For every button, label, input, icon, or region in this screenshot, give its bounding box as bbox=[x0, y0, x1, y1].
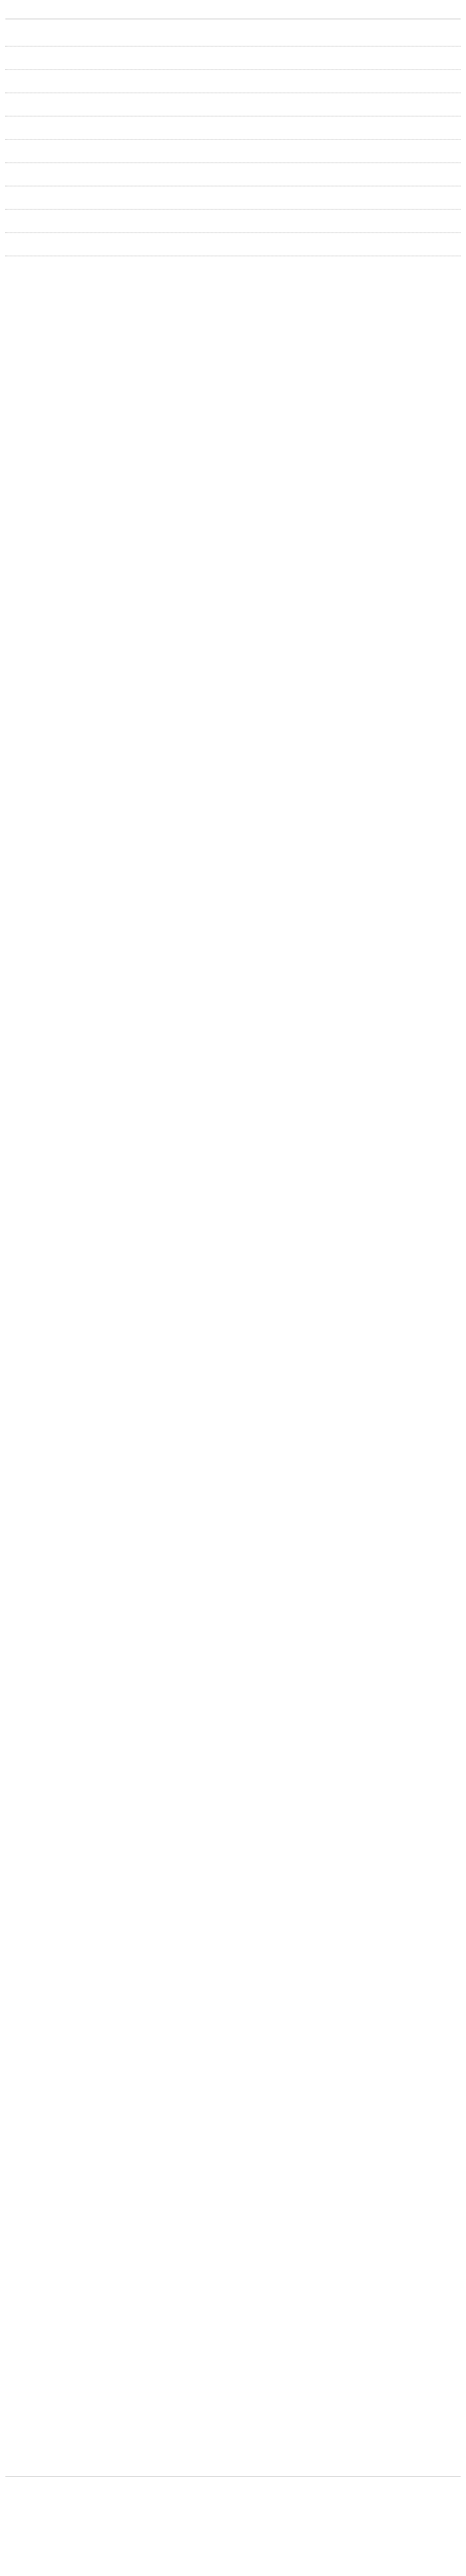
footer-line[interactable] bbox=[5, 2513, 461, 2533]
article-line bbox=[5, 47, 461, 70]
footer-line bbox=[5, 2549, 461, 2565]
article-line bbox=[5, 116, 461, 140]
article-line bbox=[5, 93, 461, 116]
footer-line bbox=[5, 2477, 461, 2493]
article-line bbox=[5, 186, 461, 210]
article-line bbox=[5, 163, 461, 186]
article-line bbox=[5, 210, 461, 233]
article-line bbox=[5, 140, 461, 163]
top-banner bbox=[5, 0, 461, 19]
article-line bbox=[5, 233, 461, 256]
footer-line bbox=[5, 2533, 461, 2549]
article-line bbox=[5, 70, 461, 93]
footer bbox=[5, 2476, 461, 2576]
article-body bbox=[5, 19, 461, 256]
article-line bbox=[5, 23, 461, 47]
footer-line[interactable] bbox=[5, 2493, 461, 2513]
